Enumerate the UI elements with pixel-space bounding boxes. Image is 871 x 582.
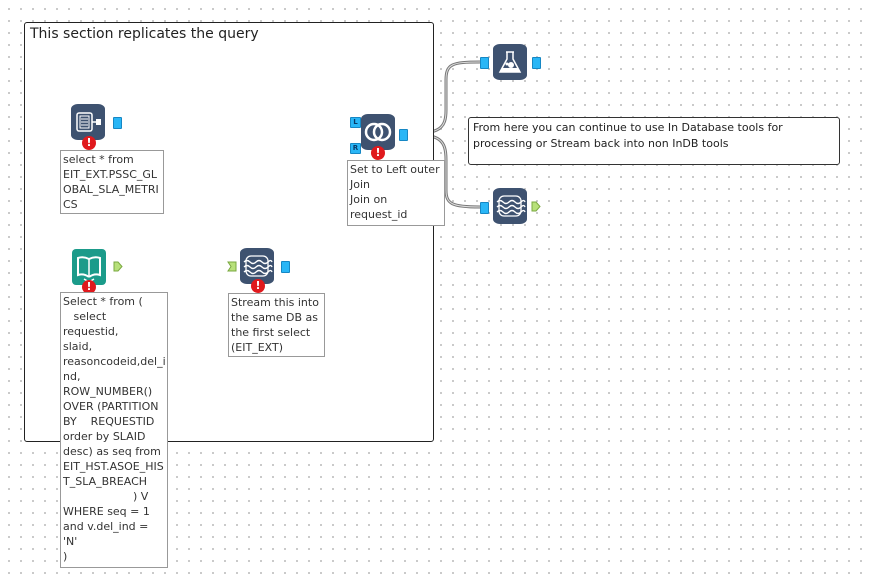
data-stream-in-tool[interactable] [240, 248, 274, 284]
join-in-db-tool[interactable] [361, 114, 395, 150]
container-title: This section replicates the query [30, 26, 259, 42]
output-anchor[interactable] [399, 129, 408, 141]
error-icon: ! [82, 280, 96, 294]
tool-annotation: Select * from ( select requestid, slaid,… [60, 292, 168, 568]
connect-in-db-tool[interactable] [71, 104, 105, 140]
data-stream-in-icon [243, 255, 273, 277]
input-anchor[interactable] [480, 202, 489, 214]
join-right-input-anchor[interactable]: R [350, 143, 361, 154]
flask-icon [498, 51, 522, 73]
output-anchor[interactable] [113, 261, 123, 272]
error-icon: ! [251, 279, 265, 293]
input-anchor[interactable] [227, 261, 237, 272]
tool-annotation: Set to Left outer Join Join on request_i… [347, 160, 445, 226]
output-anchor[interactable] [532, 57, 541, 69]
connect-in-db-icon [76, 112, 101, 132]
error-icon: ! [371, 146, 385, 160]
join-left-input-anchor[interactable]: L [350, 117, 361, 128]
data-stream-out-icon [496, 195, 526, 217]
output-anchor[interactable] [113, 117, 122, 129]
error-icon: ! [82, 136, 96, 150]
tool-annotation: Stream this into the same DB as the firs… [228, 293, 325, 357]
input-anchor[interactable] [480, 57, 489, 69]
join-icon [364, 122, 392, 142]
output-anchor[interactable] [531, 201, 541, 212]
data-stream-out-tool[interactable] [493, 188, 527, 224]
browse-in-db-tool[interactable] [493, 44, 527, 80]
comment-box[interactable]: From here you can continue to use In Dat… [468, 117, 840, 165]
output-anchor[interactable] [281, 261, 290, 273]
input-data-tool[interactable] [72, 249, 106, 285]
tool-annotation: select * from EIT_EXT.PSSC_GL OBAL_SLA_M… [60, 150, 164, 214]
